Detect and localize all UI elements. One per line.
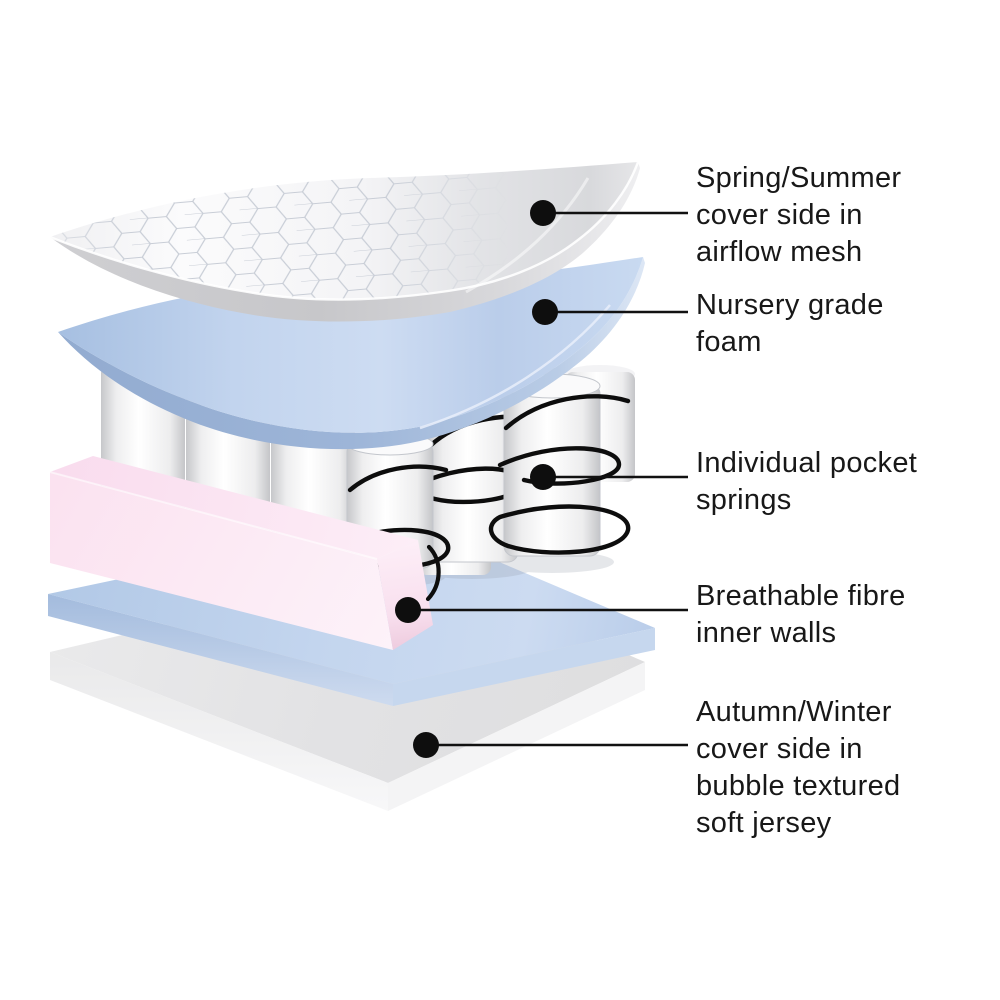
pink-box-right-face — [377, 540, 433, 650]
callout-dot — [530, 200, 556, 226]
pink-box-top-face — [50, 456, 418, 559]
pink-box-top-edge-highlight — [49, 471, 378, 560]
coil-wire — [347, 464, 449, 493]
callout-nursery-foam — [532, 299, 688, 325]
blue-slab-front-right-face — [393, 628, 655, 706]
coil-wire — [503, 394, 631, 431]
spring-summer-cover-layer — [49, 161, 640, 322]
coil-wire — [497, 446, 622, 486]
gray-slab-front-right-face — [388, 662, 645, 811]
pink-box-front-face — [50, 472, 393, 650]
gray-slab-front-left-face — [50, 652, 388, 811]
foam-curl-highlight — [419, 304, 611, 430]
blue-slab-front-left-face — [48, 594, 393, 706]
fibre-walls-layer — [49, 456, 441, 650]
mesh-sheet-edge-highlight — [49, 161, 640, 301]
callout-fibre-walls — [395, 597, 688, 623]
callout-pocket-springs — [530, 464, 688, 490]
callout-dot — [530, 464, 556, 490]
mesh-texture — [50, 162, 638, 300]
callout-spring-summer-cover — [530, 200, 688, 226]
mesh-sheet-crease-highlight — [465, 177, 590, 294]
coil-wire-peek — [425, 544, 441, 602]
coil-wire — [488, 504, 631, 555]
callout-dot — [395, 597, 421, 623]
callout-dot — [532, 299, 558, 325]
callout-layer — [395, 200, 688, 758]
callout-autumn-winter-cover — [413, 732, 688, 758]
foam-underside-edge — [58, 257, 645, 450]
callout-dot — [413, 732, 439, 758]
